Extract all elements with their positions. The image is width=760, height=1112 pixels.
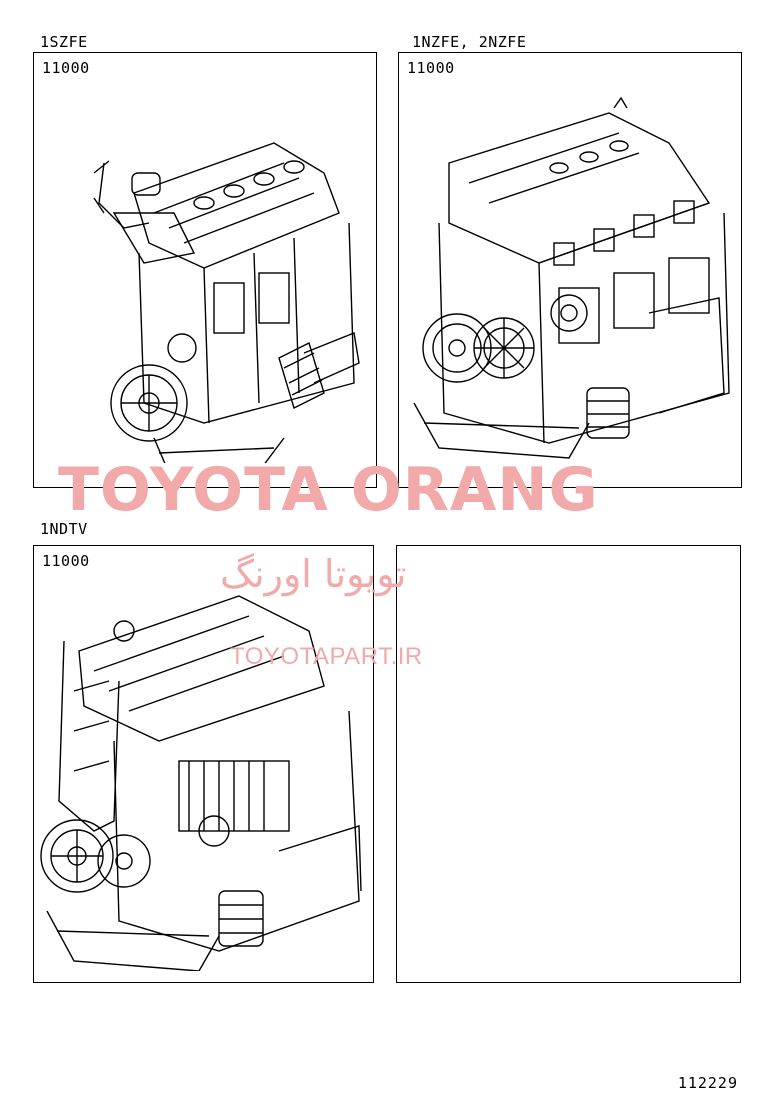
engine-assembly-icon [413, 96, 730, 459]
watermark-persian: تویوتا اورنگ [220, 552, 407, 596]
empty-panel [396, 545, 741, 983]
engine-panel-1ndtv: 11000 [33, 545, 374, 983]
engine-caption-1ndtv: 1NDTV [40, 520, 88, 538]
part-number: 11000 [42, 59, 90, 77]
engine-panel-1szfe: 11000 [33, 52, 377, 488]
page-code: 112229 [677, 1074, 738, 1092]
engine-caption-1szfe: 1SZFE [40, 33, 88, 51]
engine-panel-1nzfe-2nzfe: 11000 [398, 52, 742, 488]
part-number: 11000 [407, 59, 455, 77]
part-number: 11000 [42, 552, 90, 570]
engine-caption-1nzfe-2nzfe: 1NZFE, 2NZFE [412, 33, 527, 51]
watermark-brand: TOYOTA ORANG [58, 455, 599, 525]
engine-assembly-icon [40, 595, 362, 971]
engine-assembly-icon [93, 142, 360, 463]
watermark-url: TOYOTAPART.IR [230, 643, 423, 670]
